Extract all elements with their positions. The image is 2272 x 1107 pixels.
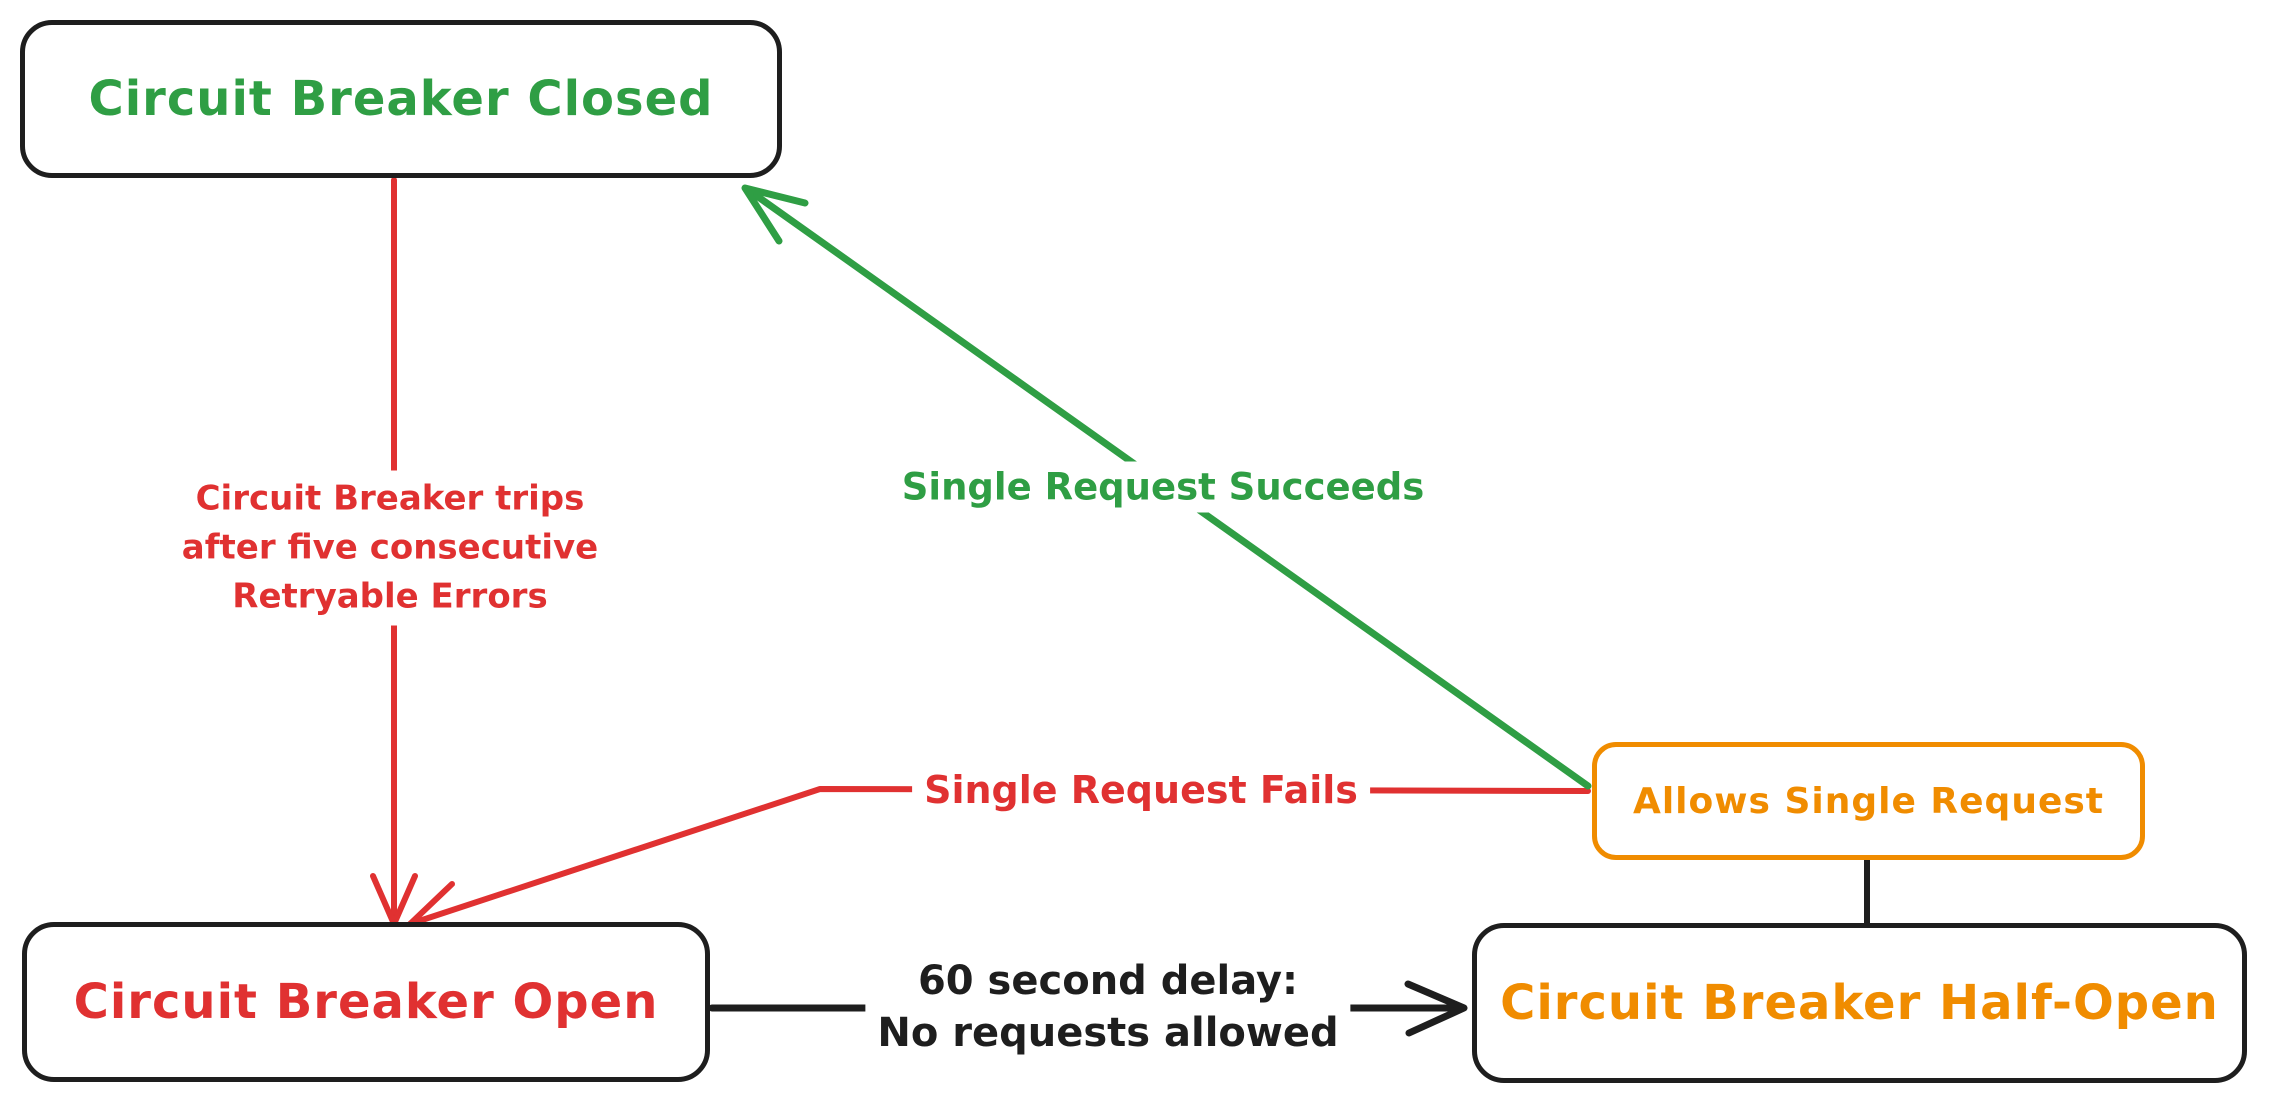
trip-edge-label-line1: Circuit Breaker trips [195,478,585,519]
node-circuit-breaker-closed: Circuit Breaker Closed [20,20,782,178]
trip-edge-label-line3: Retryable Errors [232,576,548,617]
delay-edge-label-line1: 60 second delay: [917,958,1299,1004]
trip-edge-label-line2: after five consecutive [181,527,599,568]
node-circuit-breaker-open: Circuit Breaker Open [22,922,710,1082]
delay-arrowhead [1404,980,1468,1037]
node-allows-single-request: Allows Single Request [1592,742,2145,860]
node-circuit-breaker-half-open: Circuit Breaker Half-Open [1472,923,2247,1083]
fails-edge-label: Single Request Fails [912,764,1370,816]
node-label-open: Circuit Breaker Open [73,974,659,1030]
node-label-closed: Circuit Breaker Closed [88,71,714,127]
delay-edge-label-line2: No requests allowed [877,1010,1339,1056]
delay-edge-label: 60 second delay: No requests allowed [865,951,1351,1063]
node-label-allows: Allows Single Request [1632,780,2105,822]
trip-edge-label: Circuit Breaker trips after five consecu… [169,470,611,626]
succeeds-edge-label: Single Request Succeeds [889,461,1437,513]
node-label-half-open: Circuit Breaker Half-Open [1500,975,2219,1031]
succeeds-arrowhead [741,184,809,245]
